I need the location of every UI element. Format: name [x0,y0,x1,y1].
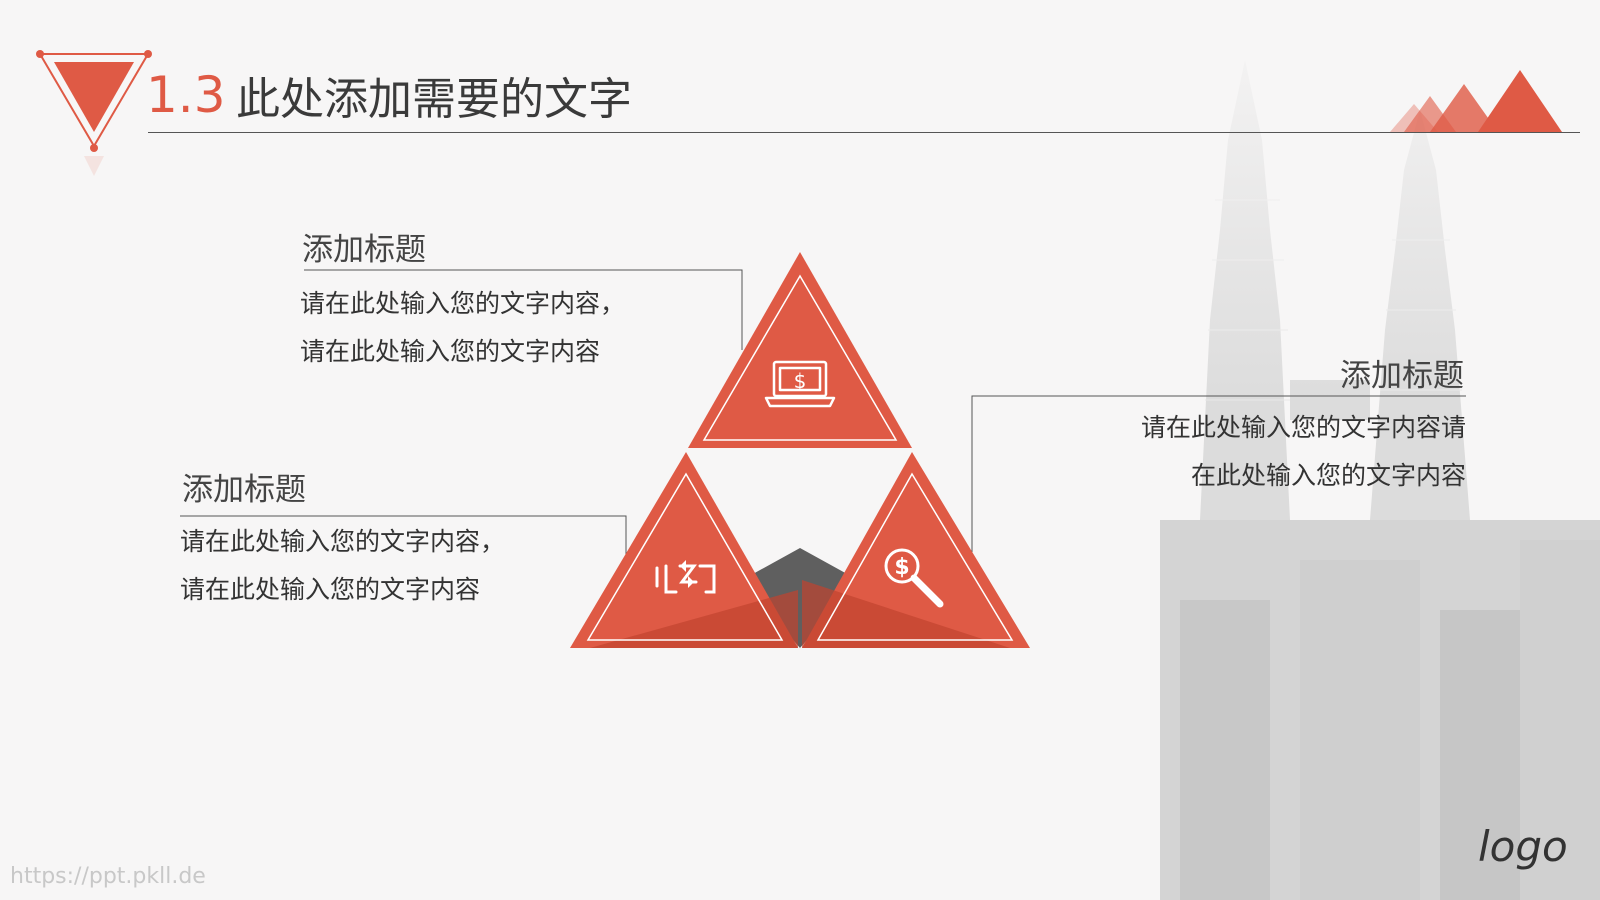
dollar-search-icon: $ [884,548,944,608]
bottom-right-triangle [802,452,1030,648]
block-left-line-2: 请在此处输入您的文字内容 [180,575,481,604]
center-gray-triangle [742,548,858,648]
connector-lines [180,269,1466,562]
bottom-left-triangle [570,452,798,648]
watermark-url: https://ppt.pkll.de [10,864,206,889]
block-right-body: 请在此处输入您的文字内容请 在此处输入您的文字内容 [1141,404,1466,500]
svg-text:$: $ [794,369,807,393]
title-number: 1.3 [146,66,226,124]
block-right-line-2: 在此处输入您的文字内容 [1190,461,1466,490]
svg-text:$: $ [894,555,909,580]
block-top-line-1: 请在此处输入您的文字内容， [300,289,626,318]
block-right-heading: 添加标题 [1340,358,1464,394]
block-top-heading: 添加标题 [302,232,426,268]
block-left-heading: 添加标题 [182,472,306,508]
header-triangle-mark [36,50,152,176]
exchange-icon [655,560,716,594]
top-triangle [688,252,912,448]
page-title: 此处添加需要的文字 [236,74,632,125]
laptop-dollar-icon: $ [764,360,836,408]
block-top-line-2: 请在此处输入您的文字内容 [300,337,601,366]
block-top-body: 请在此处输入您的文字内容， 请在此处输入您的文字内容 [300,280,625,376]
decorative-triangles [1390,70,1562,132]
block-right-line-1: 请在此处输入您的文字内容请 [1140,413,1466,442]
title-underline [148,132,1580,133]
block-left-line-1: 请在此处输入您的文字内容， [180,527,506,556]
logo: logo [1478,822,1568,871]
block-left-body: 请在此处输入您的文字内容， 请在此处输入您的文字内容 [180,518,505,614]
